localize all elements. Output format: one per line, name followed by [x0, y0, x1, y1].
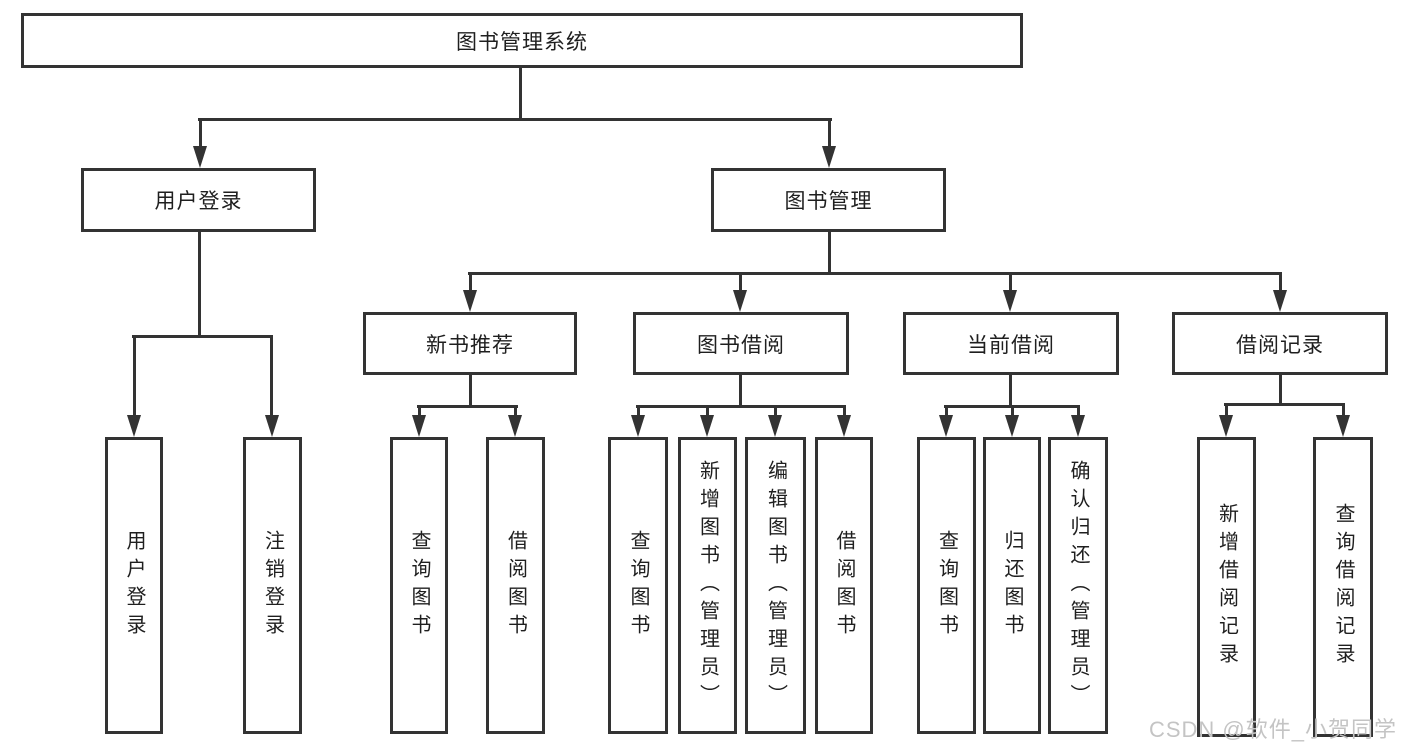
connector-current-drop-3	[1077, 405, 1080, 418]
connector-records-drop-2	[1342, 403, 1345, 418]
arrowhead-records-add	[1219, 415, 1233, 437]
leaf-rec-borrow-books: 借阅图书	[486, 437, 545, 734]
connector-current-stem	[1009, 375, 1012, 406]
leaf-records-query-record-label: 查询借阅记录	[1332, 503, 1354, 671]
node-book-borrow: 图书借阅	[633, 312, 849, 375]
leaf-rec-query-books-label: 查询图书	[408, 529, 430, 642]
connector-records-bar	[1224, 403, 1345, 406]
leaf-borrow-add-books-label: 新增图书（管理员）	[696, 459, 719, 712]
arrowhead-borrow-edit	[768, 415, 782, 437]
arrowhead-rec-query	[412, 415, 426, 437]
leaf-current-return-books: 归还图书	[983, 437, 1041, 734]
connector-book-mgmt-bar	[468, 272, 1282, 275]
arrowhead-book-borrow	[733, 290, 747, 312]
arrowhead-borrow-records	[1273, 290, 1287, 312]
arrowhead-borrow-query	[631, 415, 645, 437]
connector-borrow-drop-4	[843, 405, 846, 418]
connector-borrow-bar	[636, 405, 846, 408]
leaf-current-confirm-return: 确认归还（管理员）	[1048, 437, 1108, 734]
leaf-records-add-record: 新增借阅记录	[1197, 437, 1256, 737]
connector-book-mgmt-drop-4	[1279, 272, 1282, 292]
arrowhead-records-query	[1336, 415, 1350, 437]
node-root: 图书管理系统	[21, 13, 1023, 68]
connector-borrow-drop-3	[774, 405, 777, 418]
leaf-logout: 注销登录	[243, 437, 302, 734]
node-user-login: 用户登录	[81, 168, 316, 232]
connector-borrow-drop-1	[637, 405, 640, 418]
node-new-book-rec: 新书推荐	[363, 312, 577, 375]
leaf-user-login: 用户登录	[105, 437, 163, 734]
leaf-current-query-books: 查询图书	[917, 437, 976, 734]
connector-book-mgmt-drop-3	[1009, 272, 1012, 292]
leaf-borrow-add-books: 新增图书（管理员）	[678, 437, 737, 734]
node-current-borrow: 当前借阅	[903, 312, 1119, 375]
arrowhead-book-mgmt	[822, 146, 836, 168]
node-new-book-rec-label: 新书推荐	[426, 333, 514, 357]
leaf-user-login-label: 用户登录	[123, 529, 145, 642]
leaf-records-add-record-label: 新增借阅记录	[1215, 503, 1238, 671]
leaf-borrow-edit-books: 编辑图书（管理员）	[745, 437, 806, 734]
connector-root-drop-right	[828, 118, 831, 148]
arrowhead-current-query	[939, 415, 953, 437]
leaf-borrow-query-books-label: 查询图书	[627, 529, 649, 642]
connector-user-login-stem	[198, 232, 201, 335]
leaf-rec-borrow-books-label: 借阅图书	[504, 529, 527, 642]
arrowhead-current-confirm	[1071, 415, 1085, 437]
connector-user-login-drop-1	[133, 335, 136, 417]
connector-rec-bar	[417, 405, 518, 408]
leaf-current-query-books-label: 查询图书	[935, 529, 958, 642]
connector-root-stem	[519, 68, 522, 118]
connector-user-login-bar	[132, 335, 273, 338]
node-user-login-label: 用户登录	[154, 190, 243, 213]
node-root-label: 图书管理系统	[456, 30, 588, 54]
leaf-logout-label: 注销登录	[261, 529, 284, 642]
leaf-borrow-borrow-books-label: 借阅图书	[833, 529, 855, 642]
connector-book-mgmt-drop-2	[739, 272, 742, 292]
connector-rec-drop-2	[514, 405, 517, 418]
arrowhead-user-login	[193, 146, 207, 168]
arrowhead-user-login-leaf	[127, 415, 141, 437]
connector-root-drop-left	[199, 118, 202, 148]
connector-rec-stem	[469, 375, 472, 406]
connector-borrow-drop-2	[706, 405, 709, 418]
arrowhead-new-book-rec	[463, 290, 477, 312]
leaf-borrow-borrow-books: 借阅图书	[815, 437, 873, 734]
node-book-mgmt: 图书管理	[711, 168, 946, 232]
leaf-borrow-edit-books-label: 编辑图书（管理员）	[764, 459, 787, 712]
leaf-records-query-record: 查询借阅记录	[1313, 437, 1373, 737]
arrowhead-current-borrow	[1003, 290, 1017, 312]
leaf-current-confirm-return-label: 确认归还（管理员）	[1067, 459, 1089, 712]
arrowhead-borrow-add	[700, 415, 714, 437]
arrowhead-logout-leaf	[265, 415, 279, 437]
connector-book-mgmt-drop-1	[469, 272, 472, 292]
arrowhead-rec-borrow	[508, 415, 522, 437]
connector-rec-drop-1	[418, 405, 421, 418]
connector-root-bar	[198, 118, 832, 121]
leaf-current-return-books-label: 归还图书	[1001, 529, 1023, 642]
leaf-borrow-query-books: 查询图书	[608, 437, 668, 734]
connector-book-mgmt-stem	[828, 232, 831, 272]
connector-current-drop-2	[1011, 405, 1014, 418]
arrowhead-current-return	[1005, 415, 1019, 437]
node-book-borrow-label: 图书借阅	[697, 333, 785, 357]
arrowhead-borrow-borrow	[837, 415, 851, 437]
connector-records-stem	[1279, 375, 1282, 405]
watermark-text: CSDN @软件_小贺同学	[1148, 717, 1397, 742]
connector-user-login-drop-2	[270, 335, 273, 417]
node-borrow-records-label: 借阅记录	[1236, 333, 1324, 357]
node-book-mgmt-label: 图书管理	[784, 190, 873, 213]
node-borrow-records: 借阅记录	[1172, 312, 1388, 375]
connector-current-drop-1	[945, 405, 948, 418]
connector-borrow-stem	[739, 375, 742, 406]
connector-records-drop-1	[1225, 403, 1228, 418]
node-current-borrow-label: 当前借阅	[967, 333, 1055, 357]
leaf-rec-query-books: 查询图书	[390, 437, 448, 734]
